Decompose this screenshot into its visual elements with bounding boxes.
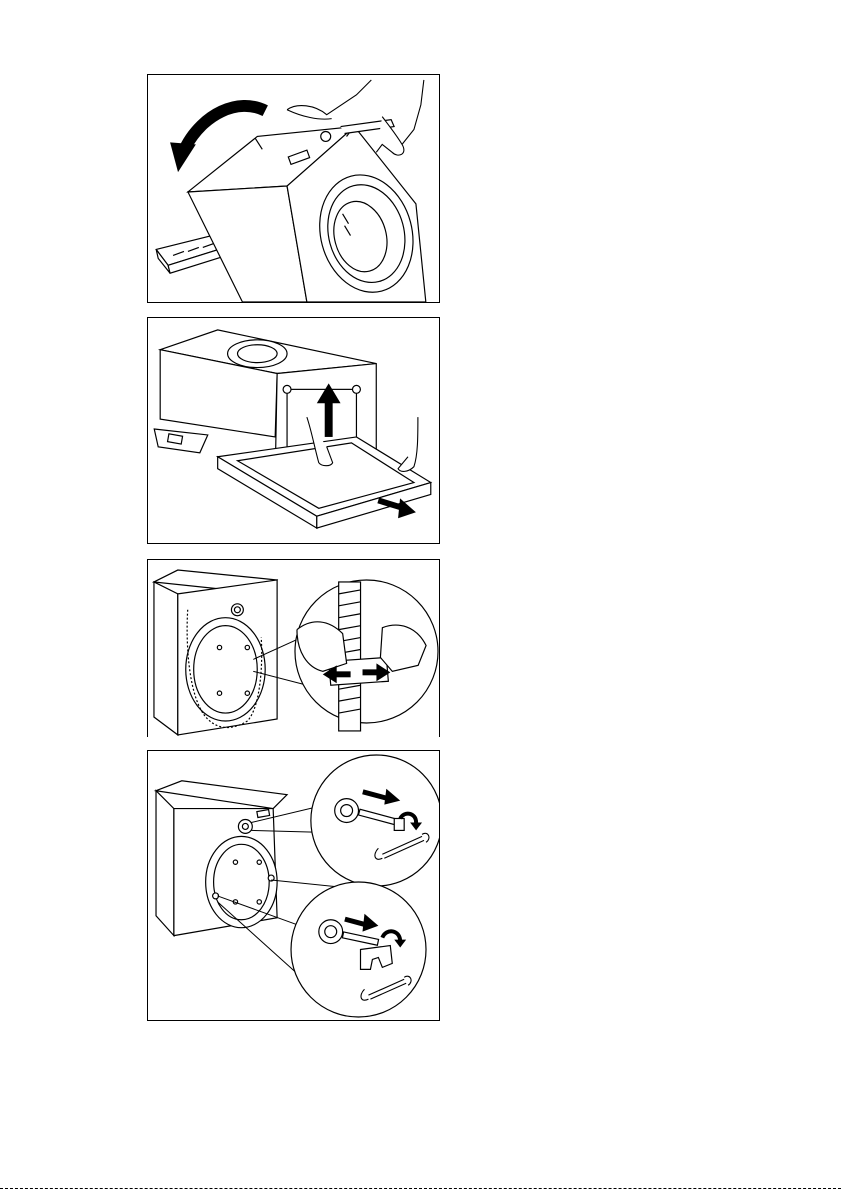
figure-remove-bolts [147, 750, 440, 1021]
remove-base-illustration [148, 318, 439, 543]
figure-release-hose [147, 559, 440, 737]
bolt-icon [311, 755, 439, 886]
tilt-machine-illustration [148, 75, 439, 302]
washing-machine-icon [156, 781, 287, 936]
figure-remove-base [147, 317, 440, 544]
release-hose-illustration [148, 560, 439, 737]
bolt-icon [291, 882, 426, 1017]
washing-machine-icon [154, 570, 277, 735]
remove-bolts-illustration [148, 751, 439, 1020]
figure-tilt-machine [147, 74, 440, 303]
page-bottom-rule [0, 1188, 841, 1189]
hose-clip-icon [295, 580, 438, 731]
